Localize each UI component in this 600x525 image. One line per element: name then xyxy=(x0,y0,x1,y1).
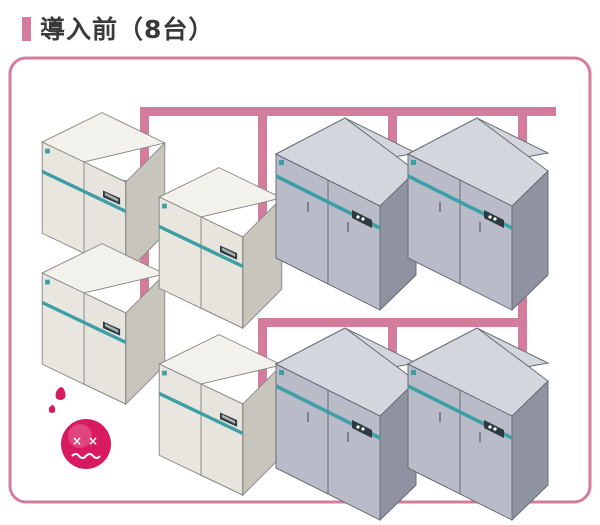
title-accent-bar xyxy=(22,17,31,41)
distressed-face-icon: × × xyxy=(48,387,111,469)
svg-text:×: × xyxy=(72,434,82,448)
svg-text:×: × xyxy=(88,434,98,448)
page-title: 導入前（8台） xyxy=(40,15,215,44)
